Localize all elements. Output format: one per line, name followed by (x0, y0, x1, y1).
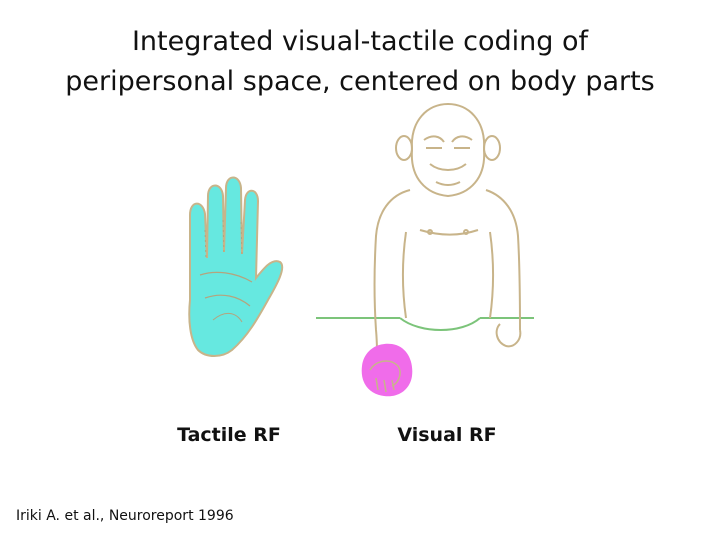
title-line-1: Integrated visual-tactile coding of (131, 26, 589, 57)
citation: Iriki A. et al., Neuroreport 1996 (16, 508, 234, 524)
tactile-rf-label: Tactile RF (177, 424, 281, 446)
monkey-icon (373, 102, 522, 391)
table-line (316, 317, 534, 331)
title-line-2: peripersonal space, centered on body par… (65, 66, 655, 97)
visual-rf-group (361, 343, 413, 397)
tactile-rf-region (188, 176, 284, 357)
hand-icon (188, 176, 284, 357)
visual-rf-label: Visual RF (397, 424, 497, 446)
slide-title: Integrated visual-tactile coding of peri… (0, 22, 720, 102)
visual-rf-region (361, 343, 413, 397)
